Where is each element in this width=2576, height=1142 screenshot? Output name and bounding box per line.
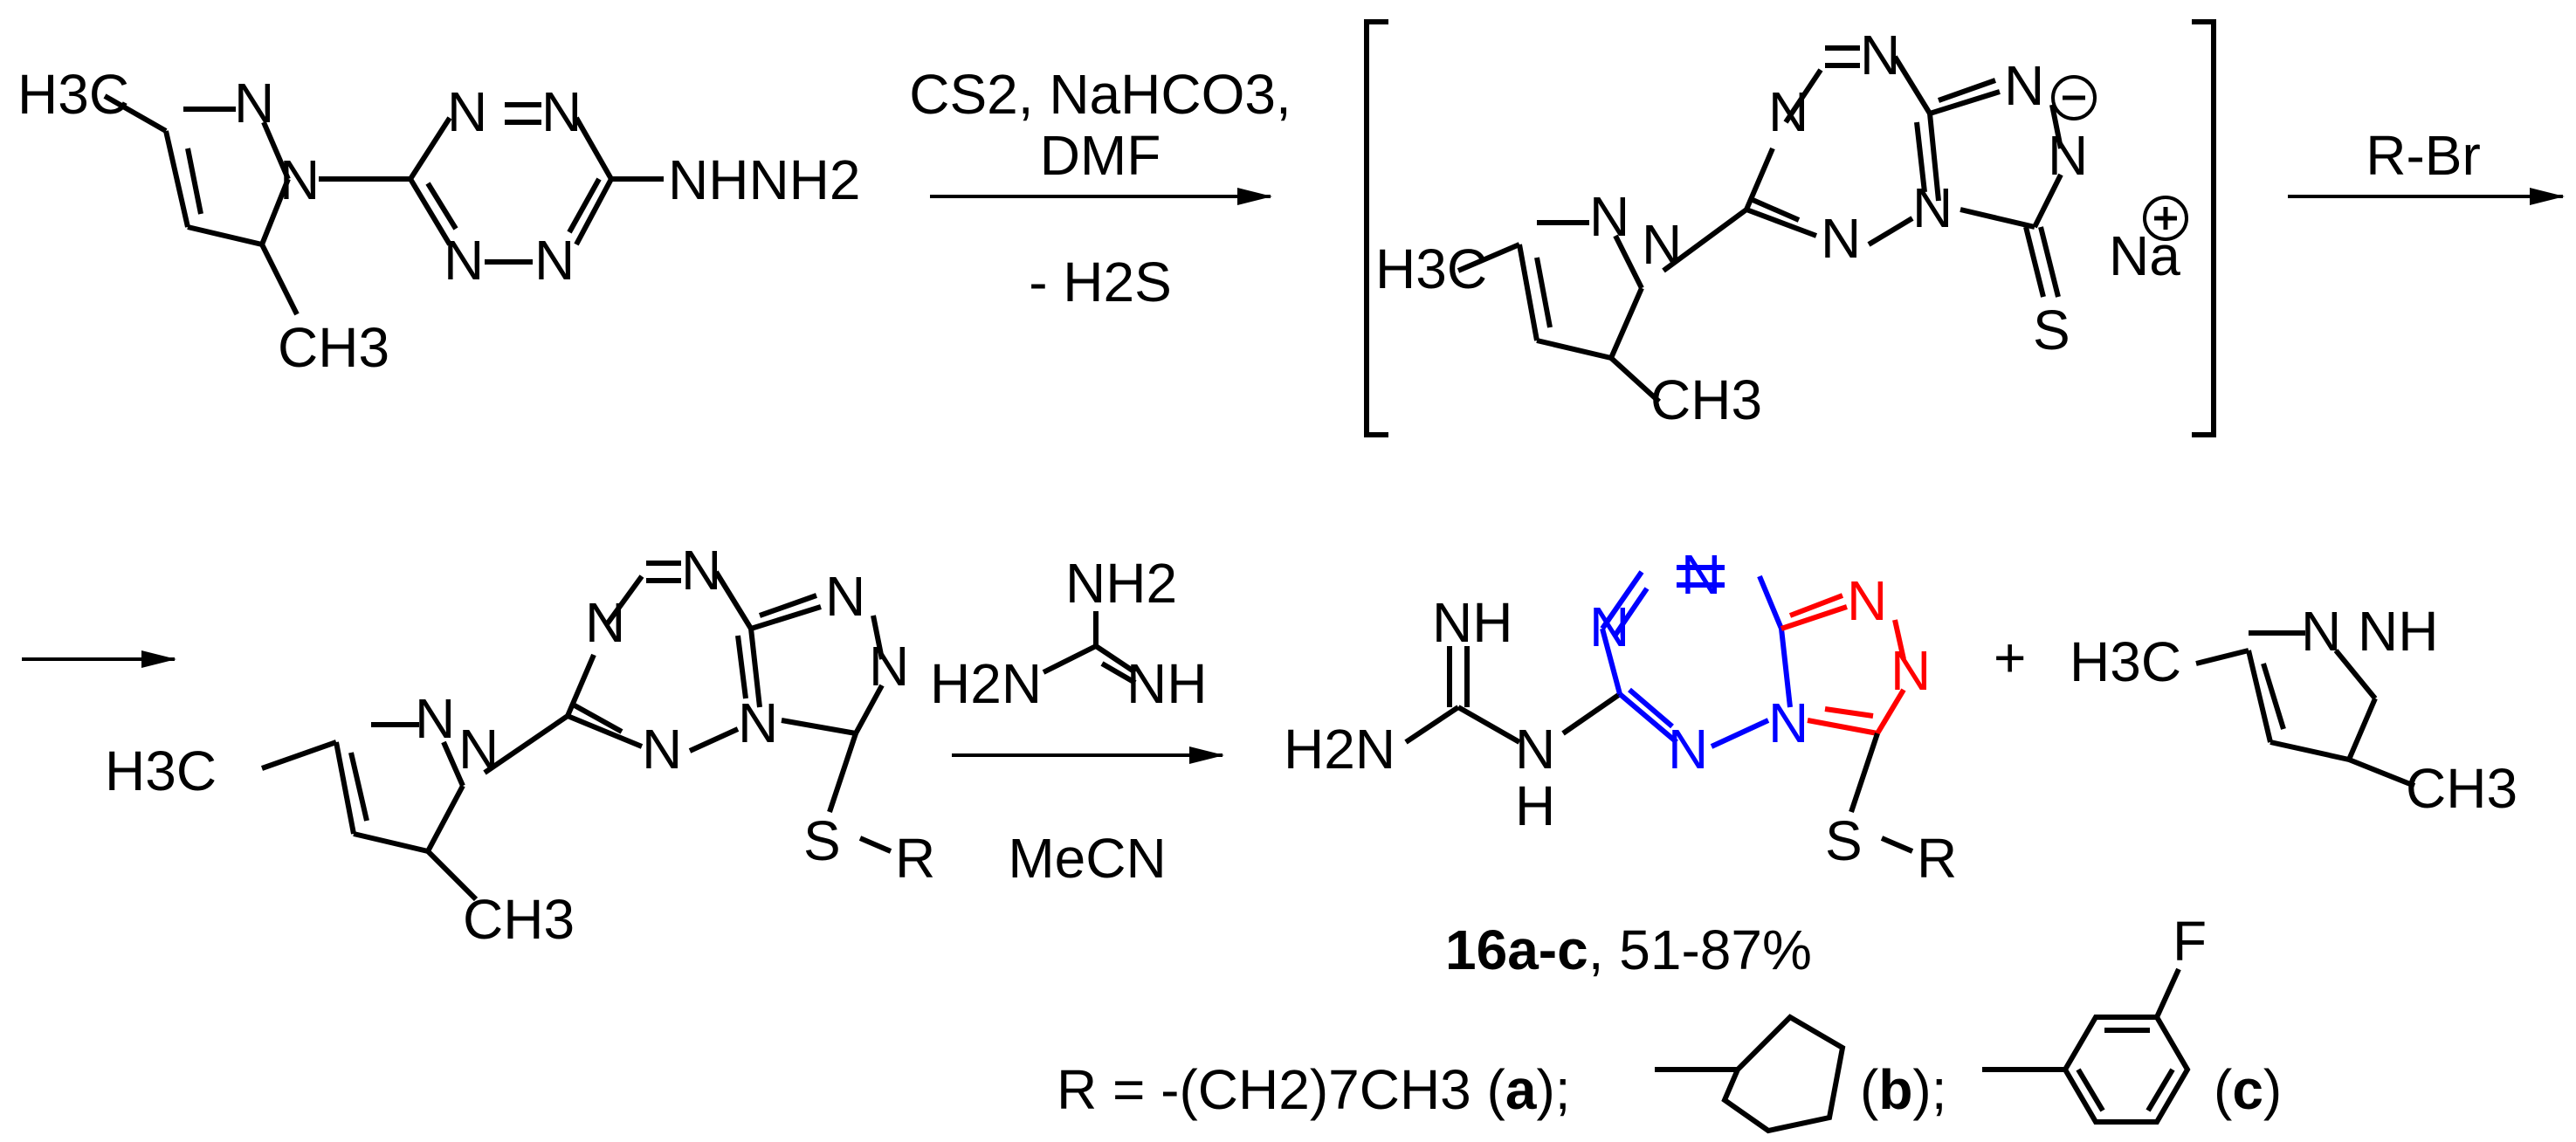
h3c-label: H3C — [1375, 237, 1487, 300]
tetrazine-n-label: N — [447, 80, 487, 143]
pyrazole-n-label: N — [458, 718, 499, 781]
thione-s-label: S — [2033, 299, 2070, 361]
nhnh2-label: NHNH2 — [668, 148, 860, 211]
tetrazine-n-label: N — [1860, 24, 1900, 86]
fluoro-label: F — [2173, 910, 2207, 973]
tetrazine-n-label: N — [642, 718, 682, 781]
thioether-s-label: S — [803, 809, 841, 872]
imine-nh-label: NH — [1432, 591, 1512, 654]
product-yield: , 51-87% — [1588, 918, 1812, 981]
tetrazine-n-label: N — [1912, 176, 1953, 239]
product-16: NH H2N N H N N N N N N S R 16a-c, 51-87% — [1284, 543, 1957, 981]
triazole-n-label: N — [2004, 54, 2044, 117]
tetrazine-n-label: N — [1589, 595, 1629, 658]
triazole-n-label: N — [1891, 639, 1931, 702]
step2-reagent: R-Br — [2366, 124, 2481, 187]
triazole-n-label: N — [2048, 124, 2088, 187]
tetrazine-n-label: N — [1681, 543, 1721, 606]
ch3-label: CH3 — [463, 888, 575, 951]
r-group-a-text: R = -(CH2)7CH3 (a); — [1057, 1058, 1571, 1121]
tetrazine-n-label: N — [585, 591, 625, 654]
s-alkylated-intermediate: H3C N N CH3 N N N N N N S R — [105, 539, 935, 951]
dimethylpyrazole-byproduct: H3C N NH CH3 — [2070, 600, 2517, 820]
step1-byproduct: - H2S — [1029, 251, 1172, 313]
ch3-label: CH3 — [1650, 368, 1762, 431]
pyrazole-n-label: N — [1642, 213, 1682, 276]
pyrazole-n-label: N — [2301, 600, 2341, 663]
tetrazine-n-label: N — [738, 691, 778, 754]
linker-h-label: H — [1515, 774, 1555, 837]
product-caption: 16a-c, 51-87% — [1445, 918, 1812, 981]
r-group-label: R — [1917, 827, 1957, 890]
intermediate-salt: H3C N N CH3 N N N N N N S Na — [1364, 19, 2216, 437]
triazole-n-label: N — [869, 635, 909, 698]
guanidine-nh-label: NH — [1126, 652, 1207, 715]
pyrazole-n-label: N — [1589, 185, 1629, 248]
linker-n-label: N — [1515, 718, 1555, 781]
r-group-c-text: (c) — [2214, 1058, 2282, 1121]
sodium-label: Na — [2109, 224, 2180, 287]
r-group-b-text: (b); — [1860, 1058, 1947, 1121]
step3-solvent: MeCN — [1008, 827, 1166, 890]
ch3-label: CH3 — [278, 316, 389, 379]
triazole-n-label: N — [825, 565, 865, 628]
step1-reagents: CS2, NaHCO3, — [909, 63, 1291, 126]
triazole-n-label: N — [1847, 569, 1887, 632]
ch3-label: CH3 — [2406, 757, 2517, 820]
tetrazine-n-label: N — [1768, 80, 1808, 143]
positive-charge-icon — [2143, 196, 2188, 241]
thioether-s-label: S — [1825, 809, 1863, 872]
tetrazine-n-label: N — [444, 229, 484, 292]
cyclopentyl-icon — [1655, 1014, 1846, 1134]
guanidine-nh2-label: NH2 — [1065, 552, 1177, 615]
pyrazole-n2-label: N — [234, 72, 274, 134]
r-group-definitions: R = -(CH2)7CH3 (a); (b); F (c) — [1057, 910, 2282, 1134]
guanidine-h2n-label: H2N — [930, 652, 1042, 715]
fluorophenyl-icon — [1982, 967, 2191, 1125]
starting-material: H3C N N CH3 N N N N NHNH2 — [17, 63, 860, 379]
h3c-label: H3C — [17, 63, 129, 126]
tetrazine-n-label: N — [681, 539, 721, 602]
h3c-label: H3C — [2070, 630, 2181, 693]
arrow-step-2: R-Br — [2288, 124, 2565, 205]
tetrazine-n-label: N — [1821, 207, 1861, 270]
arrow-step-3: NH2 H2N NH MeCN — [930, 552, 1224, 890]
pyrazole-nh-label: NH — [2358, 600, 2438, 663]
pyrazole-n-label: N — [415, 687, 455, 750]
h3c-label: H3C — [105, 740, 217, 802]
tetrazine-n-label: N — [541, 80, 582, 143]
amine-h2n-label: H2N — [1284, 718, 1395, 781]
product-code: 16a-c — [1445, 918, 1588, 981]
plus-sign: + — [1994, 626, 2026, 689]
negative-charge-icon — [2051, 75, 2097, 120]
pyrazole-n1-label: N — [279, 148, 320, 211]
r-group-label: R — [895, 827, 935, 890]
arrow-step-1: CS2, NaHCO3, DMF - H2S — [909, 63, 1291, 313]
step1-solvent: DMF — [1040, 124, 1161, 187]
tetrazine-n-label: N — [1668, 718, 1708, 781]
tetrazine-n-label: N — [534, 229, 575, 292]
tetrazine-n-label: N — [1768, 691, 1808, 754]
